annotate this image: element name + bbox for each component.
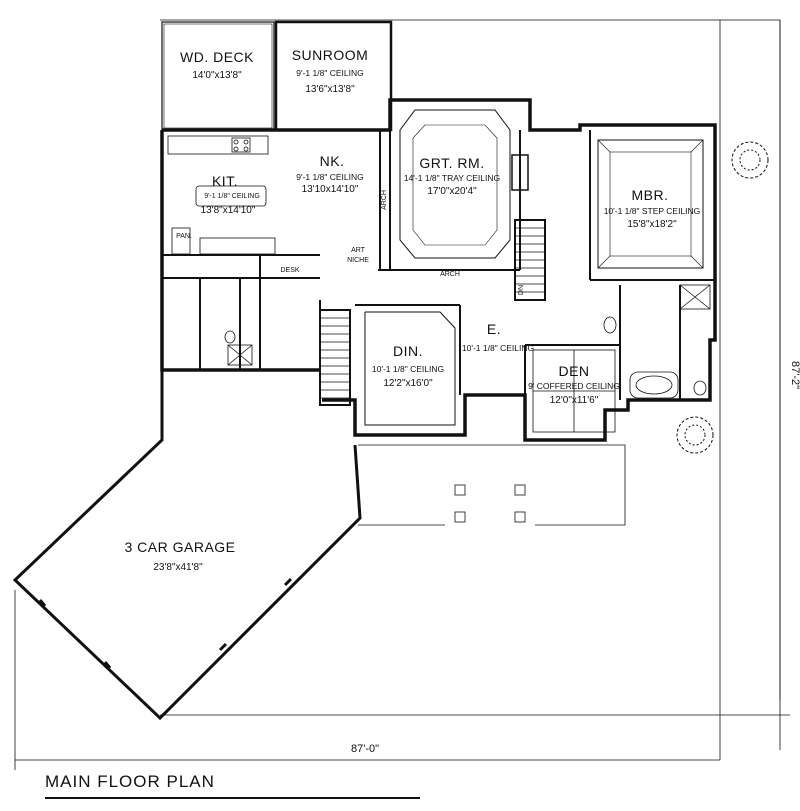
grt-rm-name: GRT. RM. bbox=[419, 155, 484, 171]
grt-rm-ceiling: 14'-1 1/8" TRAY CEILING bbox=[404, 173, 500, 183]
title-underline bbox=[45, 797, 420, 799]
mbr-ceiling: 10'-1 1/8" STEP CEILING bbox=[604, 206, 701, 216]
den-coffered-ceiling bbox=[532, 349, 616, 433]
stair-dn-label: DN bbox=[518, 285, 525, 295]
den-ceiling: 9' COFFERED CEILING bbox=[528, 381, 620, 391]
kitchen-fixtures bbox=[167, 135, 276, 255]
garage-name: 3 CAR GARAGE bbox=[124, 539, 235, 555]
entry-name: E. bbox=[487, 321, 501, 337]
bath-fixtures bbox=[224, 284, 711, 399]
din-size: 12'2"x16'0" bbox=[383, 378, 433, 389]
desk-label: DESK bbox=[280, 267, 299, 274]
den-size: 12'0"x11'6" bbox=[550, 395, 599, 406]
tree-icon bbox=[676, 141, 769, 454]
stairs bbox=[319, 219, 546, 406]
kit-name: KIT. bbox=[212, 173, 238, 189]
garage-outline bbox=[12, 370, 362, 721]
plan-title: MAIN FLOOR PLAN bbox=[45, 772, 215, 791]
grt-rm-size: 17'0"x20'4" bbox=[427, 186, 477, 197]
sunroom-size: 13'6"x13'8" bbox=[305, 84, 355, 95]
wd-deck-size: 14'0"x13'8" bbox=[192, 70, 242, 81]
dimension-lines bbox=[14, 19, 790, 770]
mbr-name: MBR. bbox=[632, 187, 669, 203]
sunroom-name: SUNROOM bbox=[292, 47, 369, 63]
nk-ceiling: 9'-1 1/8" CEILING bbox=[296, 172, 363, 182]
entry-ceiling: 10'-1 1/8" CEILING bbox=[462, 343, 534, 353]
fireplace bbox=[511, 154, 529, 191]
art-label: ART bbox=[351, 247, 366, 254]
width-dimension: 87'-0" bbox=[351, 743, 379, 755]
depth-dimension: 87'-2" bbox=[789, 361, 800, 389]
kit-ceiling: 9'-1 1/8" CEILING bbox=[204, 193, 260, 200]
garage-size: 23'8"x41'8" bbox=[153, 562, 203, 573]
nk-size: 13'10x14'10" bbox=[302, 184, 359, 195]
niche-label: NICHE bbox=[347, 257, 369, 264]
dining-outline bbox=[364, 311, 456, 426]
mbr-step-ceiling bbox=[597, 139, 704, 269]
arch-nk-label: ARCH bbox=[381, 190, 388, 210]
kit-size: 13'8"x14'10" bbox=[201, 205, 256, 216]
wd-deck-name: WD. DECK bbox=[180, 49, 254, 65]
nk-name: NK. bbox=[320, 153, 345, 169]
front-porch bbox=[358, 444, 626, 526]
mbr-size: 15'8"x18'2" bbox=[627, 219, 677, 230]
pantry-label: PAN. bbox=[176, 233, 192, 240]
grt-rm-tray-ceiling bbox=[399, 109, 511, 259]
garage-door-marks bbox=[38, 577, 293, 669]
arch-grt-label: ARCH bbox=[440, 271, 460, 278]
din-ceiling: 10'-1 1/8" CEILING bbox=[372, 364, 444, 374]
sunroom-ceiling: 9'-1 1/8" CEILING bbox=[296, 68, 363, 78]
den-name: DEN bbox=[558, 363, 589, 379]
din-name: DIN. bbox=[393, 343, 423, 359]
